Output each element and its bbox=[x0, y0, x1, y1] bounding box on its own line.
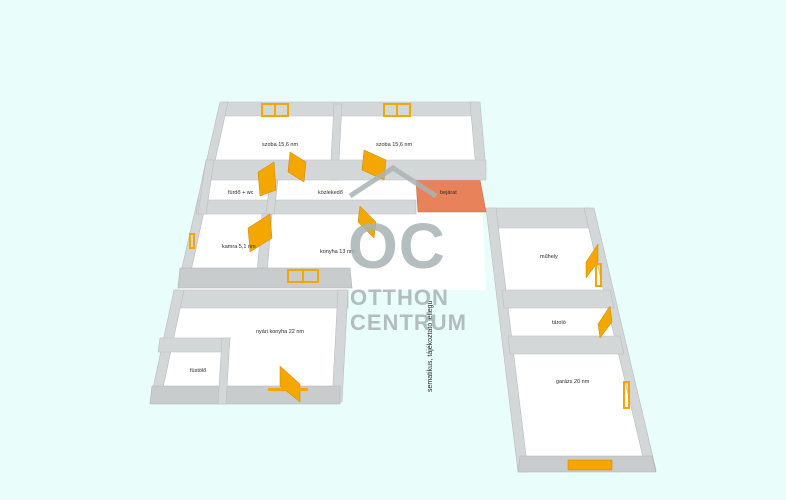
rotated-note: sematikus, tájékoztató jellegű bbox=[427, 300, 434, 392]
door-icon bbox=[247, 213, 273, 253]
watermark-logo: OC OTTHON CENTRUM bbox=[348, 165, 467, 335]
room-label-bejarat: bejárat bbox=[440, 190, 457, 196]
entrance-tile bbox=[415, 179, 487, 213]
room-label-fustolo: füstölő bbox=[190, 368, 206, 374]
window-icon bbox=[623, 381, 630, 409]
garage-wing-openings bbox=[567, 243, 630, 471]
room-label-tarolo: tároló bbox=[552, 320, 566, 326]
room-label-konyha: konyha 13 nm bbox=[320, 249, 355, 255]
door-icon bbox=[585, 243, 599, 279]
watermark-monogram: OC bbox=[348, 210, 446, 282]
watermark-roof-icon bbox=[348, 165, 438, 199]
room-label-nyari-konyha: nyári konyha 22 nm bbox=[256, 329, 304, 335]
door-icon bbox=[257, 161, 277, 197]
door-icon bbox=[287, 151, 307, 183]
door-sill bbox=[268, 388, 308, 391]
doors bbox=[247, 149, 387, 253]
door-icon bbox=[279, 365, 301, 403]
room-label-szoba-2: szoba 15,6 nm bbox=[376, 142, 412, 148]
watermark-line-2: CENTRUM bbox=[350, 310, 467, 335]
room-label-muhely: műhely bbox=[540, 254, 558, 260]
room-label-furdo: fürdő + wc bbox=[228, 190, 254, 196]
garage-door-icon bbox=[567, 459, 613, 471]
door-icon bbox=[597, 305, 613, 339]
main-house-windows bbox=[189, 103, 411, 283]
window-icon bbox=[189, 233, 195, 249]
room-label-szoba-1: szoba 15,6 nm bbox=[262, 142, 298, 148]
room-label-garazs: garázs 20 nm bbox=[556, 379, 590, 385]
room-label-kozlekedo: közlekedő bbox=[318, 190, 343, 196]
watermark-line-1: OTTHON bbox=[350, 285, 449, 310]
room-label-kamra: kamra 5,1 nm bbox=[222, 244, 256, 250]
door-icon bbox=[361, 149, 387, 181]
door-icon bbox=[357, 205, 377, 239]
summer-kitchen-floor bbox=[152, 292, 348, 402]
window-icon bbox=[595, 263, 602, 287]
